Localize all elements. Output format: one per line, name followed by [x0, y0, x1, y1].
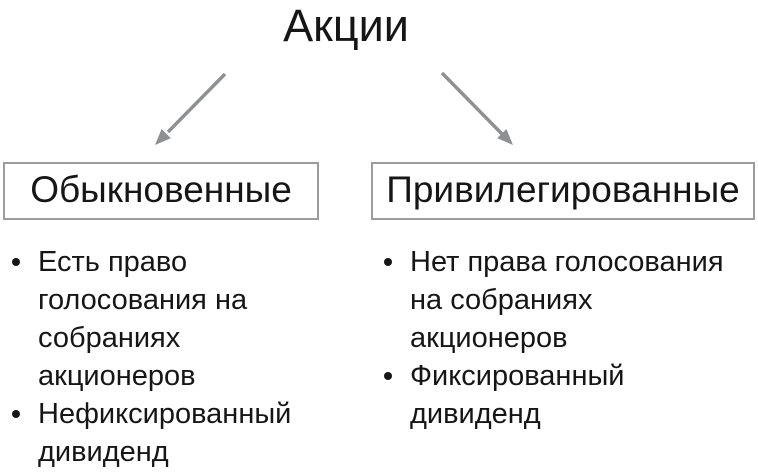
bullet-dot-icon	[384, 258, 392, 266]
bullet-list-preferred: Нет права голосования на собраниях акцио…	[382, 243, 754, 433]
arrow-left-icon	[155, 72, 227, 145]
bullet-dot-icon	[12, 410, 20, 418]
node-box-preferred: Привилегированные	[371, 162, 755, 220]
diagram-title: Акции	[283, 0, 409, 51]
bullet-dot-icon	[12, 258, 20, 266]
node-box-common: Обыкновенные	[3, 162, 319, 220]
list-item: Нет права голосования на собраниях акцио…	[382, 243, 754, 357]
bullet-text: Нет права голосования на собраниях акцио…	[410, 246, 724, 354]
bullet-text: Фиксированный дивиденд	[410, 360, 625, 430]
list-item: Есть право голосования на собраниях акци…	[10, 243, 330, 395]
bullet-text: Есть право голосования на собраниях акци…	[38, 246, 248, 392]
list-item: Фиксированный дивиденд	[382, 357, 754, 433]
arrow-right-icon	[440, 71, 513, 145]
list-item: Нефиксированный дивиденд	[10, 395, 330, 471]
node-label-preferred: Привилегированные	[386, 169, 740, 210]
node-label-common: Обыкновенные	[30, 169, 292, 210]
bullet-dot-icon	[384, 372, 392, 380]
bullet-list-common: Есть право голосования на собраниях акци…	[10, 243, 330, 471]
bullet-text: Нефиксированный дивиденд	[38, 398, 292, 468]
